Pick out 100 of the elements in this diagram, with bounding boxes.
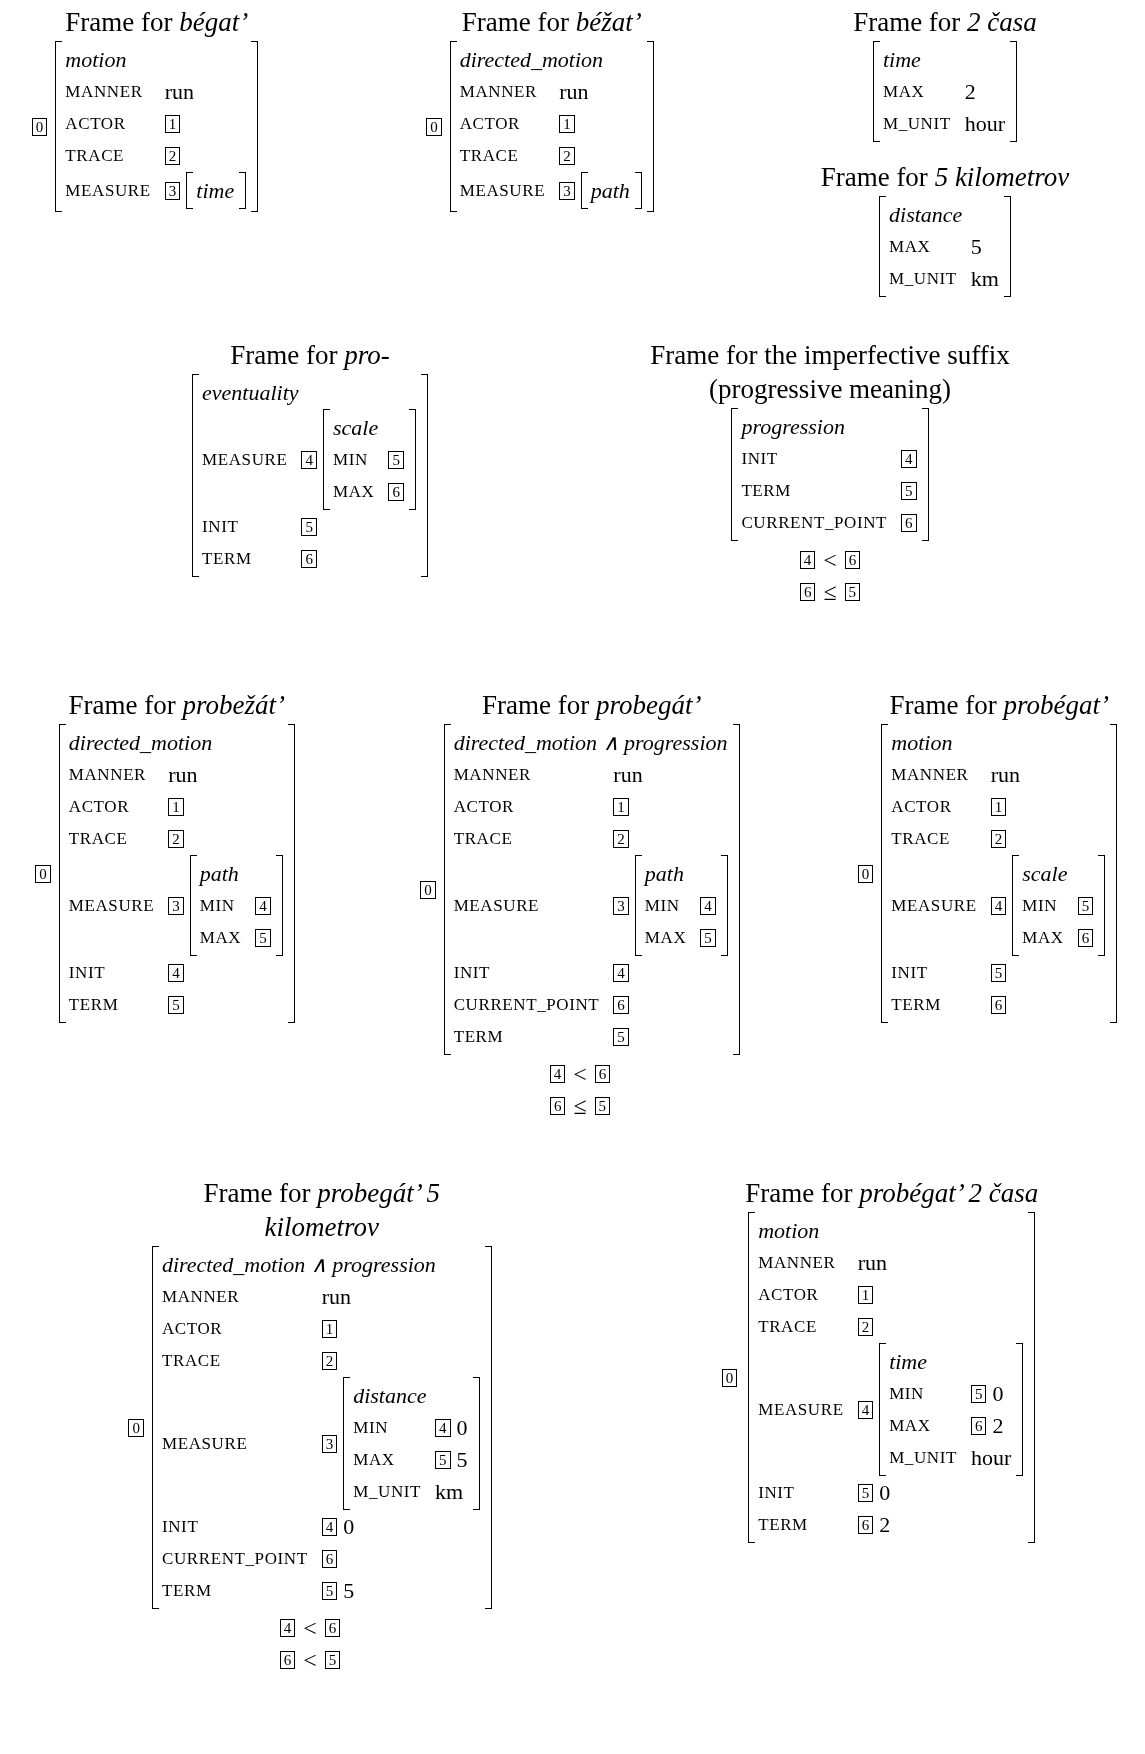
type-label: scale — [332, 414, 380, 442]
feature-value: 5 — [970, 233, 982, 261]
index-tag: 6 — [990, 995, 1007, 1014]
frame-heading: Frame for probégat’ 2 časa — [745, 1177, 1039, 1210]
feature-name: M_UNIT — [889, 1447, 957, 1469]
index-tag: 0 — [420, 880, 436, 899]
feature-name: MIN — [889, 1383, 925, 1405]
feature-name: MEASURE — [758, 1399, 844, 1421]
feature-name: MANNER — [65, 81, 144, 103]
frame-heading: Frame for 5 kilometrov — [820, 161, 1070, 194]
frame-heading: Frame for béžat’ — [461, 6, 642, 39]
relation-symbol: ≤ — [573, 1093, 587, 1119]
index-tag: 2 — [164, 146, 181, 165]
feature-value: 2 — [992, 1412, 1004, 1440]
feature-name: CURRENT_POINT — [741, 512, 888, 534]
feature-name: INIT — [162, 1516, 200, 1538]
feature-value: run — [164, 78, 195, 106]
feature-name: MAX — [332, 481, 375, 503]
feature-name: TRACE — [459, 145, 520, 167]
index-tag: 3 — [613, 896, 629, 915]
frame-heading: Frame for bégat’ — [65, 6, 249, 39]
feature-name: ACTOR — [891, 796, 953, 818]
feature-name: MIN — [644, 895, 681, 917]
feature-name: MANNER — [891, 764, 970, 786]
index-tag: 6 — [970, 1416, 987, 1435]
feature-name: M_UNIT — [889, 268, 957, 290]
feature-value: km — [970, 265, 999, 293]
feature-name: TERM — [741, 480, 792, 502]
relation-symbol: < — [823, 547, 837, 573]
index-tag: 4 — [857, 1400, 874, 1419]
frame-heading: Frame for pro- — [230, 339, 390, 372]
feature-name: ACTOR — [758, 1284, 820, 1306]
feature-name: MAX — [644, 927, 687, 949]
type-label: time — [882, 46, 922, 74]
feature-value: 0 — [343, 1513, 355, 1541]
type-label: directed_motion — [68, 729, 214, 757]
index-tag: 4 — [168, 963, 184, 982]
index-tag: 5 — [324, 1651, 341, 1669]
feature-value: km — [435, 1478, 464, 1506]
index-tag: 6 — [799, 583, 816, 601]
type-label: directed_motion ∧ progression — [453, 729, 728, 757]
index-tag: 4 — [435, 1418, 451, 1437]
type-label: eventuality — [202, 379, 300, 407]
frame-heading: Frame for probežát’ — [68, 689, 285, 722]
feature-name: ACTOR — [453, 796, 515, 818]
feature-name: INIT — [453, 962, 492, 984]
type-label: motion — [891, 729, 954, 757]
index-tag: 1 — [857, 1285, 874, 1304]
index-tag: 5 — [844, 583, 861, 601]
relation-symbol: < — [303, 1615, 317, 1641]
feature-name: MEASURE — [459, 180, 546, 202]
feature-name: MAX — [889, 1415, 932, 1437]
feature-name: INIT — [68, 962, 107, 984]
index-tag: 5 — [594, 1097, 611, 1115]
feature-name: MEASURE — [162, 1433, 249, 1455]
feature-name: TRACE — [65, 145, 126, 167]
frame-heading: Frame for the imperfective suffix (progressive meaning) — [649, 339, 1011, 406]
index-tag: 4 — [549, 1065, 566, 1083]
feature-name: MAX — [1022, 927, 1064, 949]
type-label: distance — [889, 201, 964, 229]
feature-name: MAX — [889, 236, 932, 258]
feature-value: 5 — [343, 1577, 355, 1605]
feature-value: 2 — [964, 78, 976, 106]
frame-heading: Frame for 2 časa — [853, 6, 1037, 39]
relation-symbol: < — [303, 1647, 317, 1673]
feature-name: TERM — [202, 548, 253, 570]
index-tag: 0 — [857, 864, 874, 883]
type-label: path — [199, 860, 240, 888]
index-tag: 5 — [1077, 896, 1094, 915]
attribute-value-matrix — [1012, 855, 1106, 956]
feature-name: MIN — [353, 1417, 390, 1439]
feature-name: MIN — [1022, 895, 1059, 917]
feature-name: INIT — [758, 1482, 796, 1504]
feature-name: TRACE — [162, 1350, 222, 1372]
feature-name: MEASURE — [453, 895, 541, 917]
index-tag: 5 — [857, 1483, 874, 1502]
feature-value: run — [559, 78, 589, 106]
feature-value: 0 — [879, 1479, 891, 1507]
index-tag: 6 — [324, 1619, 341, 1637]
index-tag: 4 — [255, 896, 271, 915]
feature-value: 2 — [879, 1511, 891, 1539]
feature-name: CURRENT_POINT — [453, 994, 600, 1016]
index-tag: 3 — [168, 896, 184, 915]
index-tag: 2 — [559, 146, 575, 165]
index-tag: 6 — [321, 1549, 338, 1568]
index-tag: 6 — [613, 995, 629, 1014]
index-tag: 4 — [990, 896, 1007, 915]
feature-name: INIT — [202, 516, 240, 538]
index-tag: 4 — [613, 963, 629, 982]
index-tag: 6 — [901, 513, 917, 532]
index-tag: 4 — [799, 551, 816, 569]
index-tag: 1 — [164, 114, 181, 133]
type-label: path — [590, 177, 630, 205]
index-tag: 6 — [279, 1651, 296, 1669]
type-label: distance — [353, 1382, 428, 1410]
feature-value: 0 — [992, 1380, 1004, 1408]
feature-name: TRACE — [453, 828, 514, 850]
index-tag: 1 — [613, 797, 629, 816]
frame-heading: Frame for probegát’ 5 kilometrov — [202, 1177, 442, 1244]
feature-name: M_UNIT — [353, 1481, 421, 1503]
